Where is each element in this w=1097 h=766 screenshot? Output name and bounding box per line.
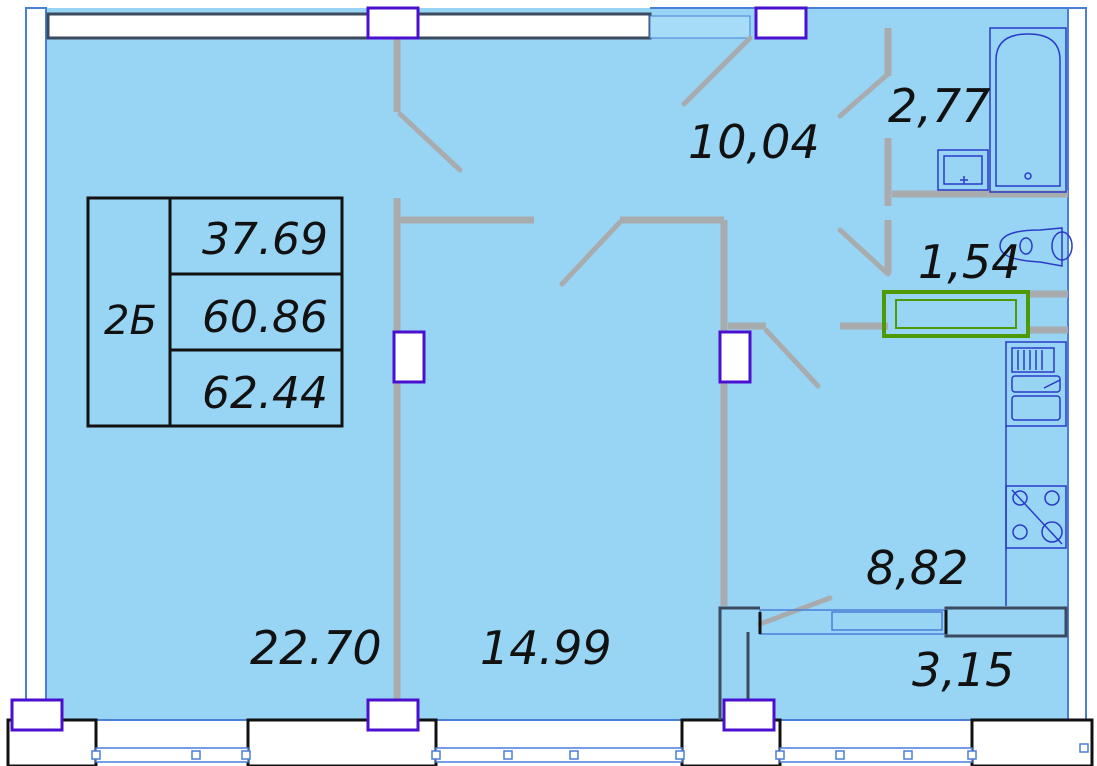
column-markers — [10, 6, 808, 732]
total-area-label: 60.86 — [202, 292, 328, 343]
stove — [1005, 485, 1067, 549]
washbasin — [937, 149, 989, 191]
balcony-area-label: 3,15 — [912, 643, 1014, 697]
balcony-door — [758, 609, 948, 635]
bathtub — [989, 27, 1067, 193]
summary-table — [86, 196, 344, 428]
ventilation-shaft — [882, 290, 1030, 338]
kitchen-sink — [1005, 341, 1067, 427]
door-swings — [397, 35, 891, 627]
living-room-area-label: 22.70 — [250, 621, 382, 675]
kitchen-area-label: 8,82 — [866, 541, 968, 595]
top-wall — [46, 12, 652, 40]
hallway-area-label: 10,04 — [688, 115, 820, 169]
interior-walls — [393, 28, 1068, 720]
apartment-floor — [46, 8, 1068, 720]
top-window — [649, 15, 751, 39]
bathroom-area-label: 2,77 — [888, 79, 990, 133]
living-area-label: 37.69 — [202, 214, 328, 265]
bedroom-area-label: 14.99 — [480, 621, 612, 675]
apartment-type-label: 2Б — [104, 298, 157, 344]
total-area-with-balcony-label: 62.44 — [202, 368, 328, 419]
bottom-windows — [91, 743, 1089, 763]
toilet — [999, 227, 1073, 267]
toilet-area-label: 1,54 — [918, 235, 1020, 289]
balcony-floor — [748, 636, 1068, 720]
